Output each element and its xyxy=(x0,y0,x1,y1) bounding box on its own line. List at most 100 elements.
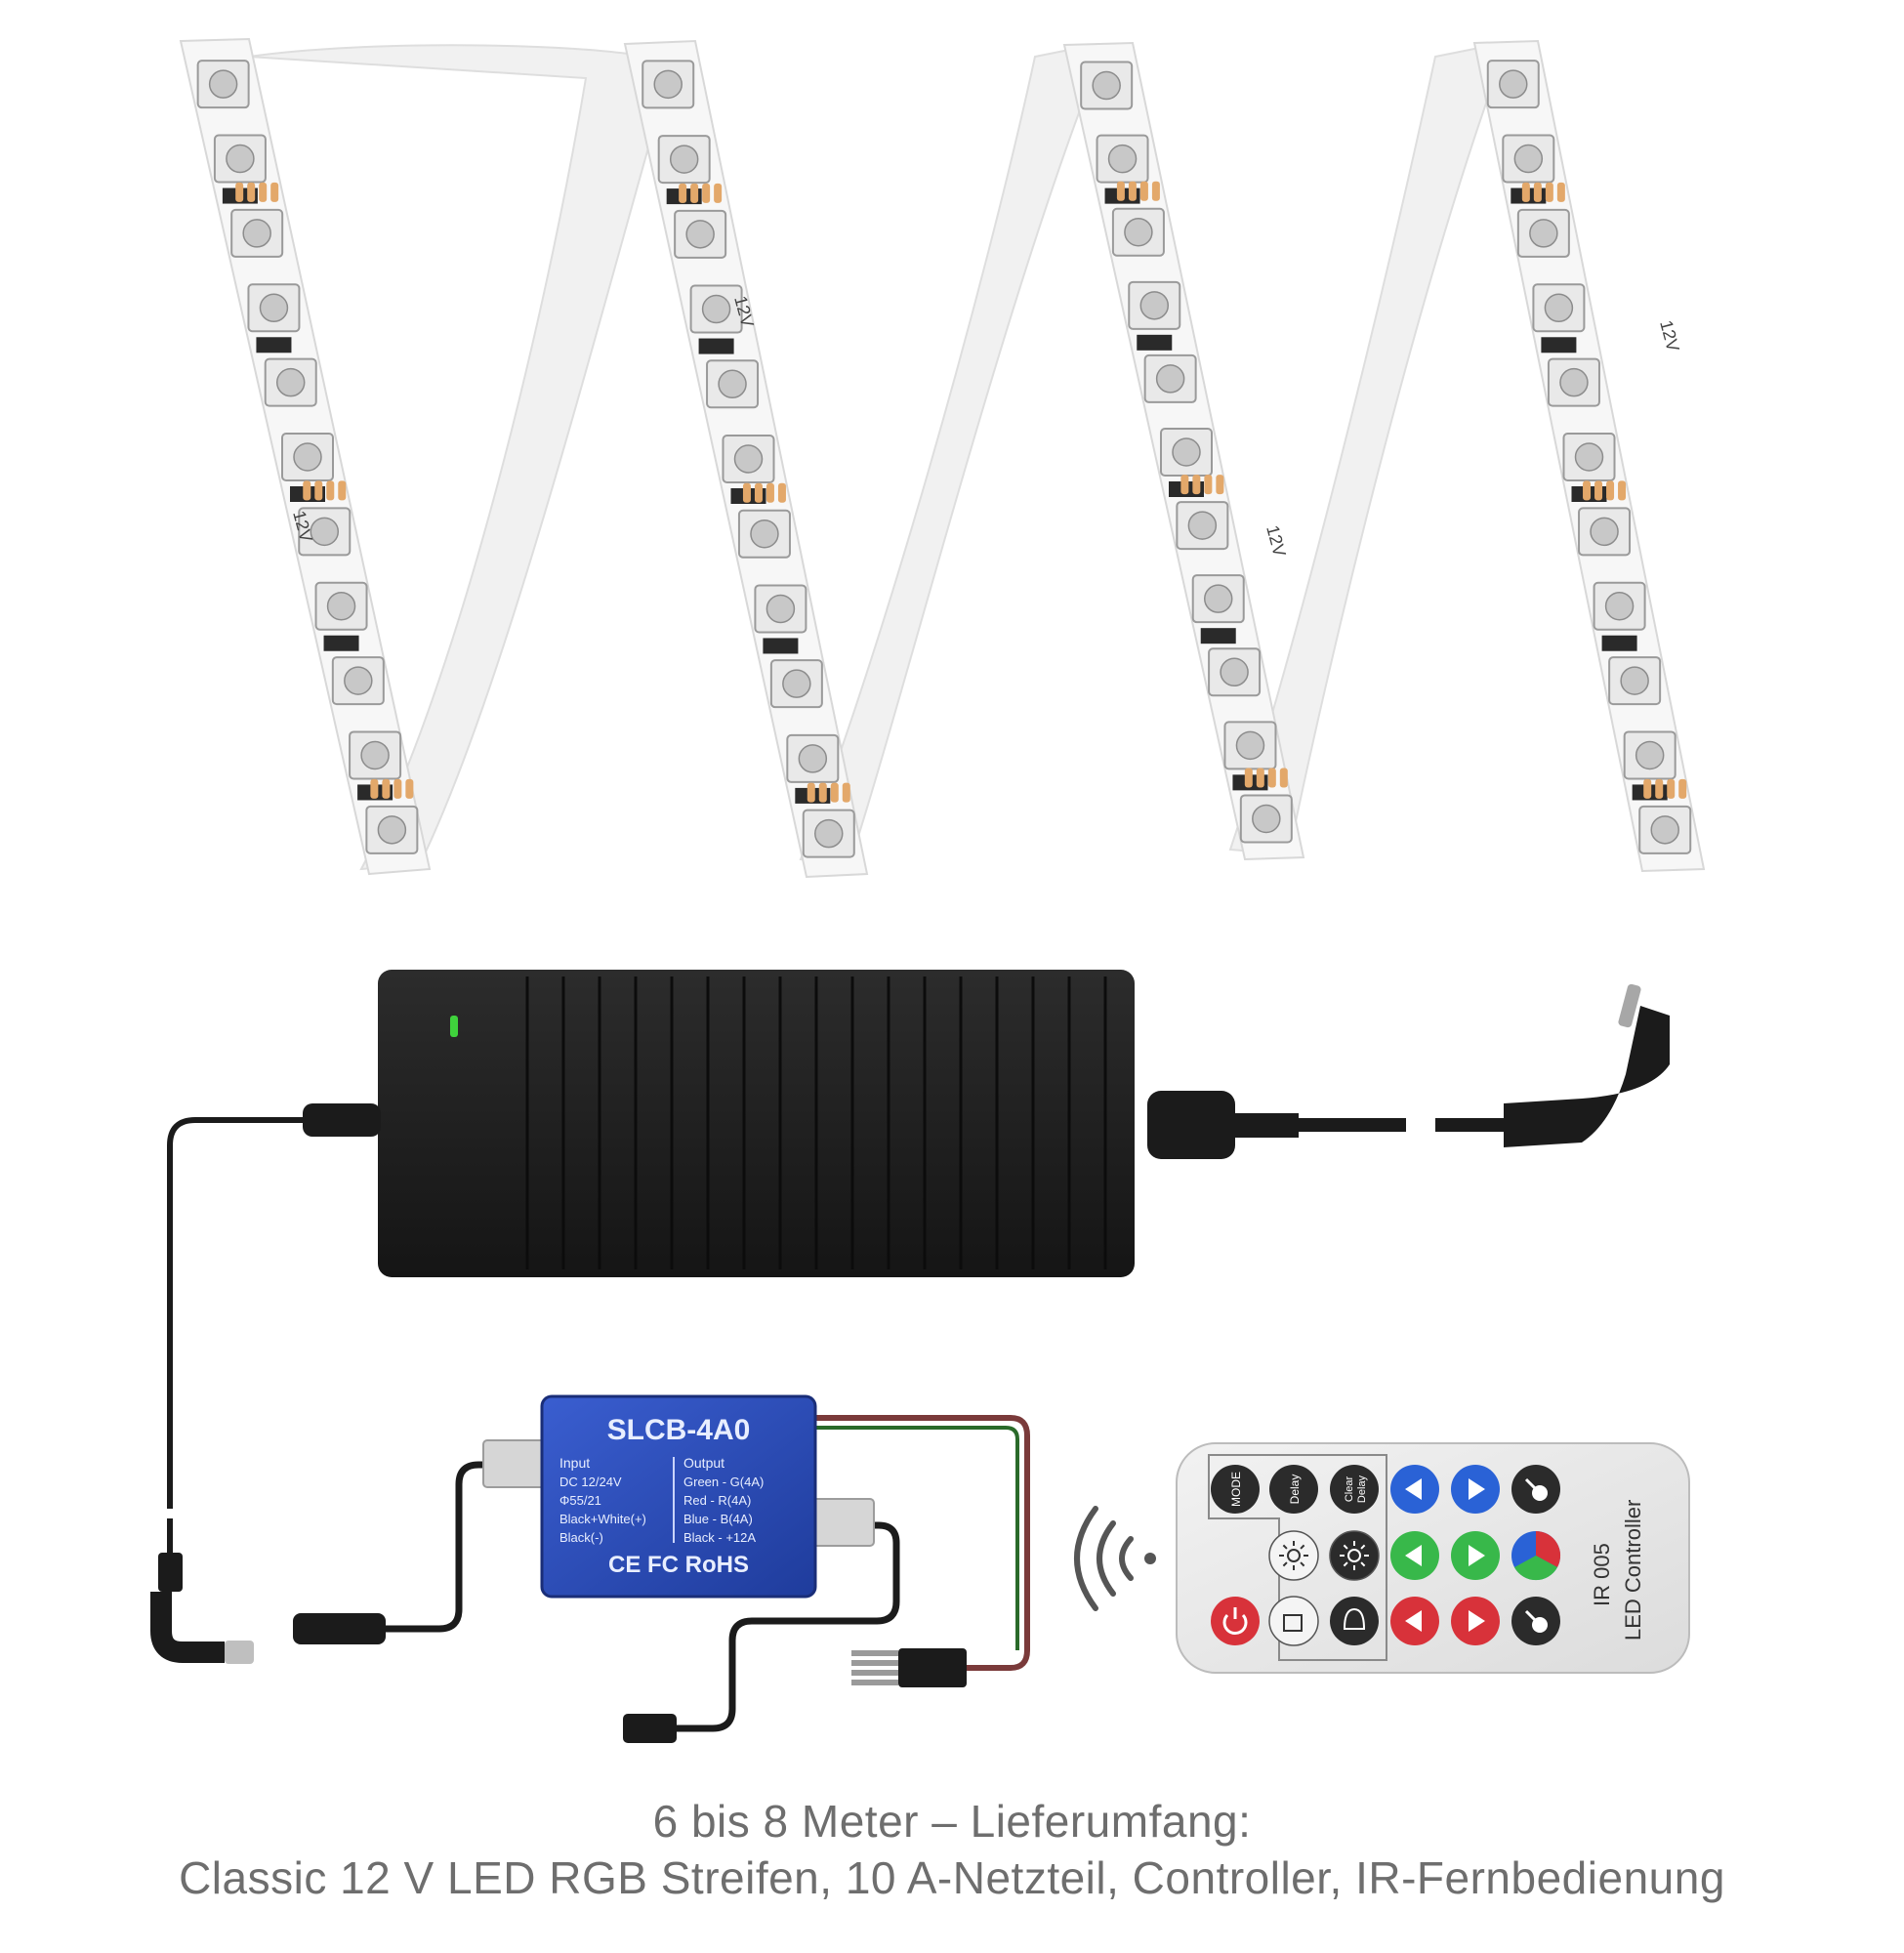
led-chip xyxy=(1128,280,1181,330)
wireless-signal-icon xyxy=(1074,1506,1156,1611)
led-chip xyxy=(1143,353,1197,403)
resistor xyxy=(1137,334,1173,351)
controller-input-line: Black(-) xyxy=(559,1530,603,1545)
blue-left-button[interactable] xyxy=(1390,1465,1439,1514)
power-button[interactable] xyxy=(1211,1597,1260,1645)
led-chip xyxy=(331,656,385,706)
controller-body xyxy=(540,1394,817,1599)
remote-label-block: IR 005 LED Controller xyxy=(1590,1500,1645,1641)
led-chip xyxy=(196,60,250,109)
power-supply xyxy=(150,970,1670,1664)
copper-pads xyxy=(1521,182,1565,202)
brightness-up-button[interactable] xyxy=(1329,1530,1380,1581)
controller-input-cable xyxy=(381,1461,542,1633)
led-chip xyxy=(230,208,284,258)
led-chip xyxy=(213,134,267,184)
delay-button-label: Delay xyxy=(1288,1475,1302,1505)
copper-pads xyxy=(679,183,723,203)
led-chip xyxy=(1638,805,1692,854)
led-chip xyxy=(1208,647,1262,697)
led-chip xyxy=(1223,721,1277,770)
clear-delay-label-1: Clear xyxy=(1344,1476,1355,1503)
copper-pads xyxy=(235,182,279,202)
led-chip xyxy=(1623,730,1676,780)
led-chip xyxy=(1486,60,1540,109)
strip-back-segments xyxy=(248,43,1507,871)
green-left-button[interactable] xyxy=(1390,1531,1439,1580)
dc-jack-socket xyxy=(293,1613,386,1644)
controller-input-line: Black+White(+) xyxy=(559,1512,646,1526)
led-chip xyxy=(1532,283,1586,333)
led-chip xyxy=(314,581,368,631)
pad-label-12v: 12V xyxy=(1656,318,1683,353)
controller-input-title: Input xyxy=(559,1455,590,1471)
led-chip xyxy=(1593,581,1646,631)
copper-pads xyxy=(1116,181,1160,201)
rgb-controller: SLCB-4A0 Input DC 12/24V Φ55/21 Black+Wh… xyxy=(293,1394,1030,1743)
led-chip xyxy=(1080,61,1134,110)
power-supply-ribs xyxy=(525,976,1107,1269)
led-chip xyxy=(1562,433,1616,481)
copper-pads xyxy=(303,480,347,501)
caption-line-2: Classic 12 V LED RGB Streifen, 10 A-Netz… xyxy=(179,1852,1725,1903)
controller-certifications: CE FC RoHS xyxy=(608,1552,749,1578)
blue-right-button[interactable] xyxy=(1451,1465,1500,1514)
music-button[interactable] xyxy=(1330,1597,1379,1645)
copper-pads xyxy=(1244,768,1288,788)
resistor xyxy=(323,635,359,651)
controller-output-cable xyxy=(810,1415,1030,1671)
led-chip xyxy=(769,659,823,709)
pad-label-12v: 12V xyxy=(1262,523,1290,559)
led-chip xyxy=(689,284,743,334)
led-chip xyxy=(298,507,352,557)
delay-button[interactable]: Delay xyxy=(1269,1465,1318,1514)
resistor xyxy=(763,638,799,654)
resistor xyxy=(1601,635,1637,651)
led-chip xyxy=(1096,134,1149,184)
green-right-button[interactable] xyxy=(1451,1531,1500,1580)
effect-button[interactable] xyxy=(1511,1597,1560,1645)
copper-pads xyxy=(807,782,850,803)
led-chip xyxy=(281,433,334,481)
controller-output-title: Output xyxy=(683,1455,724,1471)
led-chip xyxy=(737,509,791,559)
dc-output-cable xyxy=(167,1117,305,1509)
led-chip xyxy=(1608,656,1662,706)
remote-title-line1: IR 005 xyxy=(1590,1543,1614,1606)
led-chip xyxy=(786,733,840,783)
led-chip xyxy=(1111,207,1165,257)
led-chip xyxy=(722,435,775,483)
led-chip xyxy=(1547,357,1600,407)
clear-delay-label-2: Delay xyxy=(1356,1475,1368,1503)
red-right-button[interactable] xyxy=(1451,1597,1500,1645)
resistor xyxy=(1200,628,1236,644)
led-chips xyxy=(196,60,1692,858)
speed-button[interactable] xyxy=(1511,1465,1560,1514)
schuko-plug xyxy=(1504,1006,1670,1147)
led-chip xyxy=(365,805,419,854)
led-chip xyxy=(1502,134,1555,184)
mode-button[interactable]: MODE xyxy=(1211,1465,1260,1514)
copper-pads xyxy=(1583,480,1627,501)
brightness-down-button[interactable] xyxy=(1268,1530,1319,1581)
rgb-4pin-connector xyxy=(898,1648,967,1687)
remote-title-line2: LED Controller xyxy=(1621,1500,1645,1641)
led-chip xyxy=(802,809,855,858)
led-chip xyxy=(1176,501,1229,551)
color-wheel-button[interactable] xyxy=(1511,1530,1561,1581)
led-chip xyxy=(1239,794,1293,844)
controller-output-line: Green - G(4A) xyxy=(683,1475,764,1489)
led-chip xyxy=(1191,574,1245,624)
power-supply-body xyxy=(378,970,1135,1277)
resistor xyxy=(698,338,734,354)
led-chip xyxy=(264,357,317,407)
led-strip: 12V 12V 12V 12V xyxy=(179,37,1706,879)
led-chip xyxy=(657,135,711,185)
pause-button[interactable] xyxy=(1268,1596,1319,1646)
copper-pads xyxy=(1643,778,1687,799)
red-left-button[interactable] xyxy=(1390,1597,1439,1645)
controller-output-line: Black - +12A xyxy=(683,1530,756,1545)
led-chip xyxy=(247,283,301,333)
